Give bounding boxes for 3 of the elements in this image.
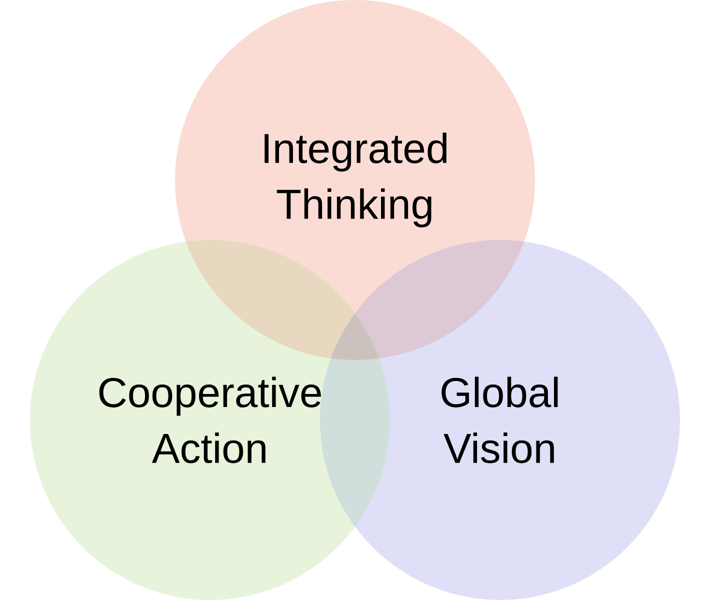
circle-label: Global Vision xyxy=(442,376,558,464)
circle-label: Cooperative Action xyxy=(99,376,321,464)
circle-label: Integrated Thinking xyxy=(264,132,447,228)
